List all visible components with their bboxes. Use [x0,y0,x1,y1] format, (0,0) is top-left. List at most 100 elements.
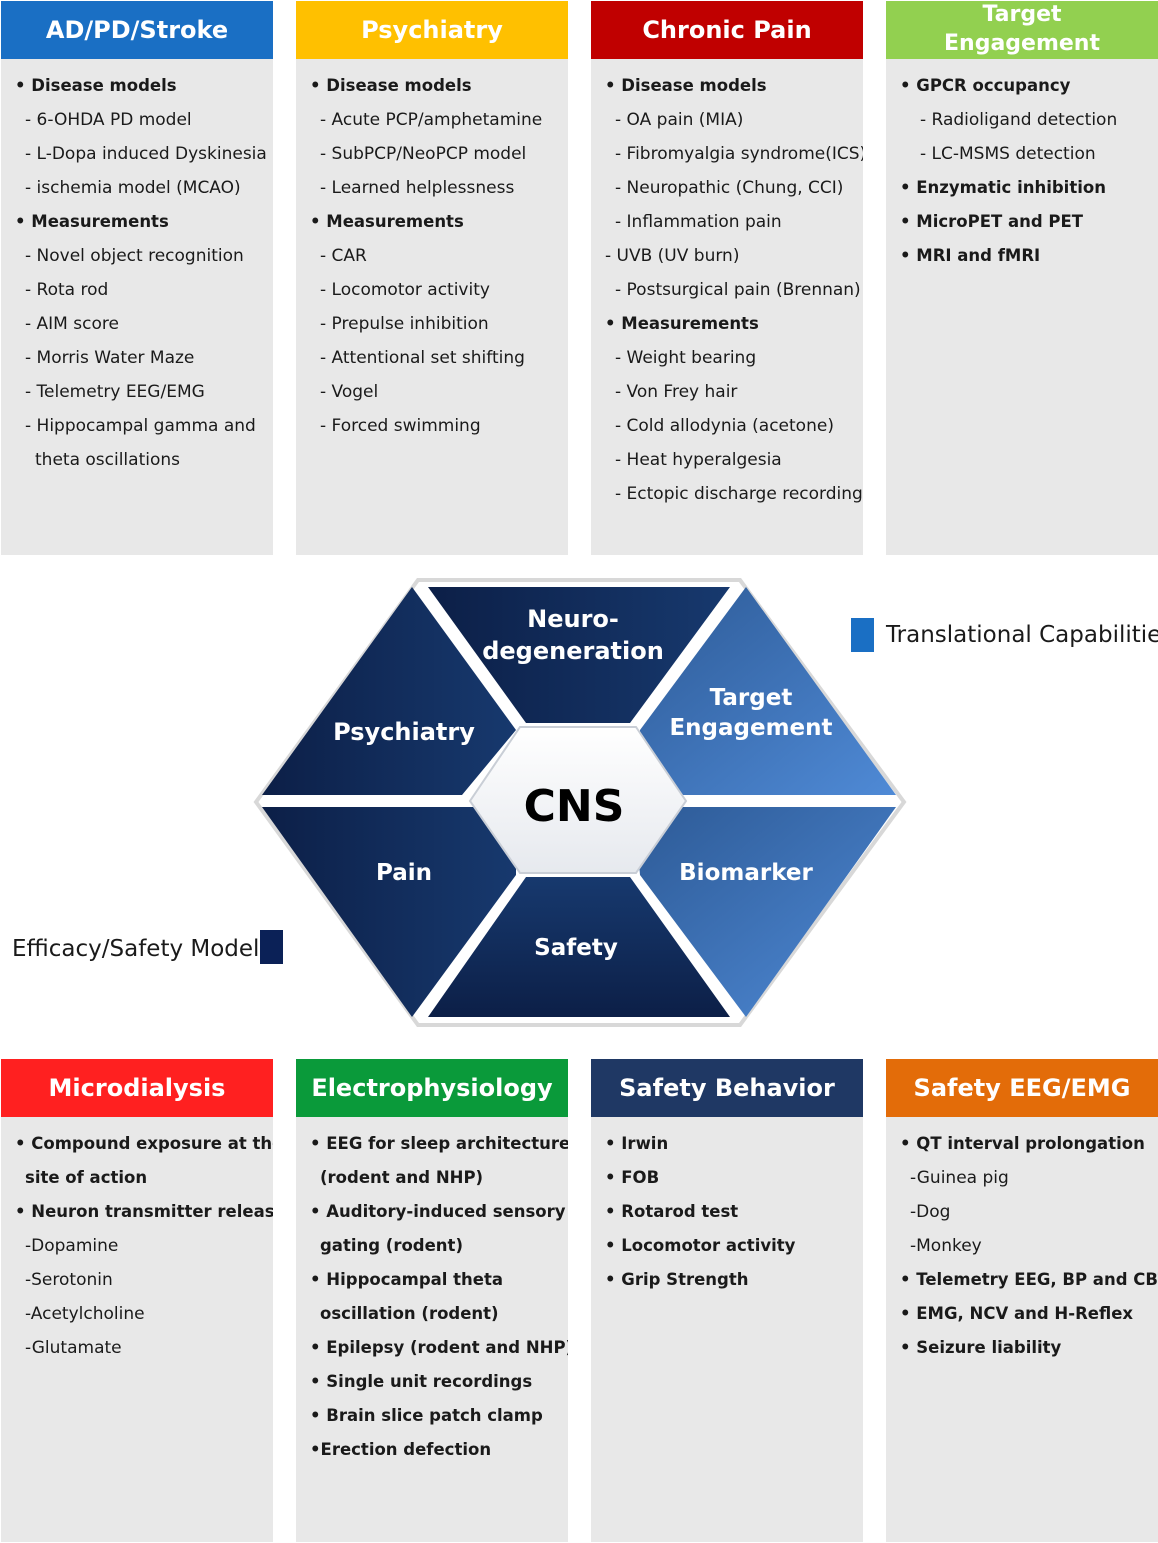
list-item: - Ectopic discharge recording [615,484,863,504]
list-item: • Rotarod test [605,1202,739,1221]
list-item: - Learned helplessness [320,178,515,198]
list-item: - Cold allodynia (acetone) [615,416,834,436]
hex-label-neuro-2: degeneration [482,637,664,665]
list-item: - Vogel [320,382,379,402]
list-item: -Guinea pig [910,1168,1009,1188]
legend-translational-label: Translational Capabilities [886,622,1158,648]
hex-segment-pain [262,807,516,1017]
list-item: gating (rodent) [320,1236,463,1255]
list-item: - Morris Water Maze [25,348,195,368]
list-item: • Locomotor activity [605,1236,796,1255]
hex-segment-psychiatry [262,587,516,795]
card-target-engagement: Target Engagement • GPCR occupancy- Radi… [886,1,1158,555]
hex-label-safety: Safety [534,935,618,961]
card-safety-behavior: Safety Behavior • Irwin • FOB • Rotarod te… [591,1059,863,1542]
list-item: -Serotonin [25,1270,113,1290]
list-item: - L-Dopa induced Dyskinesia [25,144,267,164]
legend-translational-swatch [851,618,874,652]
card-header-microdialysis: Microdialysis [1,1059,273,1117]
list-item: - CAR [320,246,367,266]
card-chronic-pain: Chronic Pain • Disease models- OA pain (… [591,1,863,555]
list-item: oscillation (rodent) [320,1304,499,1323]
list-item: (rodent and NHP) [320,1168,484,1187]
list-item: theta oscillations [35,450,180,470]
list-item: - Fibromyalgia syndrome(ICS) [615,144,863,164]
list-item: - Radioligand detection [920,110,1118,130]
list-item: • Grip Strength [605,1270,749,1289]
hex-label-pain: Pain [376,860,432,886]
list-item: -Acetylcholine [25,1304,145,1324]
list-item: -Monkey [910,1236,982,1256]
card-body: • QT interval prolongation -Guinea pig -Do… [886,1117,1158,1365]
list-item: -Dopamine [25,1236,119,1256]
list-item: • MicroPET and PET [900,212,1084,231]
card-body: • Irwin • FOB • Rotarod test • Locomotor ac… [591,1117,863,1297]
list-item: • Disease models [310,76,472,95]
list-item: - Novel object recognition [25,246,244,266]
list-item: • Enzymatic inhibition [900,178,1106,197]
card-body: • Disease models - 6-OHDA PD model - L-Dop… [1,59,273,477]
list-item: • Irwin [605,1134,669,1153]
hex-segment-biomarker [634,807,896,1017]
list-item: - Rota rod [25,280,109,300]
list-item: • Telemetry EEG, BP and CBT [900,1270,1158,1289]
hex-label-target-1: Target [710,685,793,711]
hex-center [468,726,688,874]
list-item: -Dog [910,1202,951,1222]
list-item: - Hippocampal gamma and [25,416,256,436]
card-header-safety-eeg-emg: Safety EEG/EMG [886,1059,1158,1117]
list-item: - Forced swimming [320,416,481,436]
list-item: • Measurements [605,314,759,333]
list-item: • GPCR occupancy [900,76,1071,95]
list-item: • Hippocampal theta [310,1270,504,1289]
hex-label-neuro-1: Neuro- [527,605,619,633]
card-body: • GPCR occupancy - Radioligand detection -… [886,59,1158,273]
list-item: • EEG for sleep architecture [310,1134,568,1153]
list-item: • Seizure liability [900,1338,1062,1357]
list-item: • Auditory-induced sensory [310,1202,566,1221]
card-header-ad-pd-stroke: AD/PD/Stroke [1,1,273,59]
list-item: - Attentional set shifting [320,348,525,368]
list-item: • MRI and fMRI [900,246,1041,265]
list-item: • Epilepsy (rodent and NHP) [310,1338,568,1357]
list-item: - Weight bearing [615,348,757,368]
list-item: - SubPCP/NeoPCP model [320,144,527,164]
hex-center-label: CNS [524,781,625,832]
list-item: • FOB [605,1168,660,1187]
cns-hexagon-diagram: CNS Neuro- degeneration Psychiatry Targe… [253,578,907,1027]
list-item: - Acute PCP/amphetamine [320,110,543,130]
list-item: • Measurements [310,212,464,231]
list-item: site of action [25,1168,148,1187]
card-body: • Disease models - OA pain (MIA) - Fibromy… [591,59,863,511]
list-item: - Heat hyperalgesia [615,450,782,470]
card-safety-eeg-emg: Safety EEG/EMG • QT interval prolongatio… [886,1059,1158,1542]
card-body: • Compound exposure at the site of action… [1,1117,273,1365]
list-item: - 6-OHDA PD model [25,110,192,130]
list-item: • QT interval prolongation [900,1134,1145,1153]
card-header-electrophysiology: Electrophysiology [296,1059,568,1117]
list-item: - Locomotor activity [320,280,490,300]
list-item: • Disease models [605,76,767,95]
list-item: - Von Frey hair [615,382,738,402]
hex-segment-neurodegeneration [428,587,730,723]
list-item: - Prepulse inhibition [320,314,489,334]
card-ad-pd-stroke: AD/PD/Stroke • Disease models - 6-OHDA PD… [1,1,273,555]
list-item: - OA pain (MIA) [615,110,744,130]
list-item: • Brain slice patch clamp [310,1406,543,1425]
list-item: • Compound exposure at the [15,1134,273,1153]
list-item: - LC-MSMS detection [920,144,1096,164]
legend-efficacy-label: Efficacy/Safety Models [12,936,272,962]
list-item: - Neuropathic (Chung, CCI) [615,178,844,198]
list-item: •Erection defection [310,1440,492,1459]
hex-label-biomarker: Biomarker [679,860,813,886]
list-item: • Disease models [15,76,177,95]
card-header-safety-behavior: Safety Behavior [591,1059,863,1117]
hex-label-target-2: Engagement [669,715,832,741]
hex-segment-target-engagement [634,587,896,795]
list-item: - Inflammation pain [615,212,782,232]
list-item: - UVB (UV burn) [605,246,740,266]
hex-label-psychiatry: Psychiatry [333,718,475,746]
hex-segment-safety [428,877,730,1017]
list-item: • Neuron transmitter release [15,1202,273,1221]
list-item: • Single unit recordings [310,1372,533,1391]
